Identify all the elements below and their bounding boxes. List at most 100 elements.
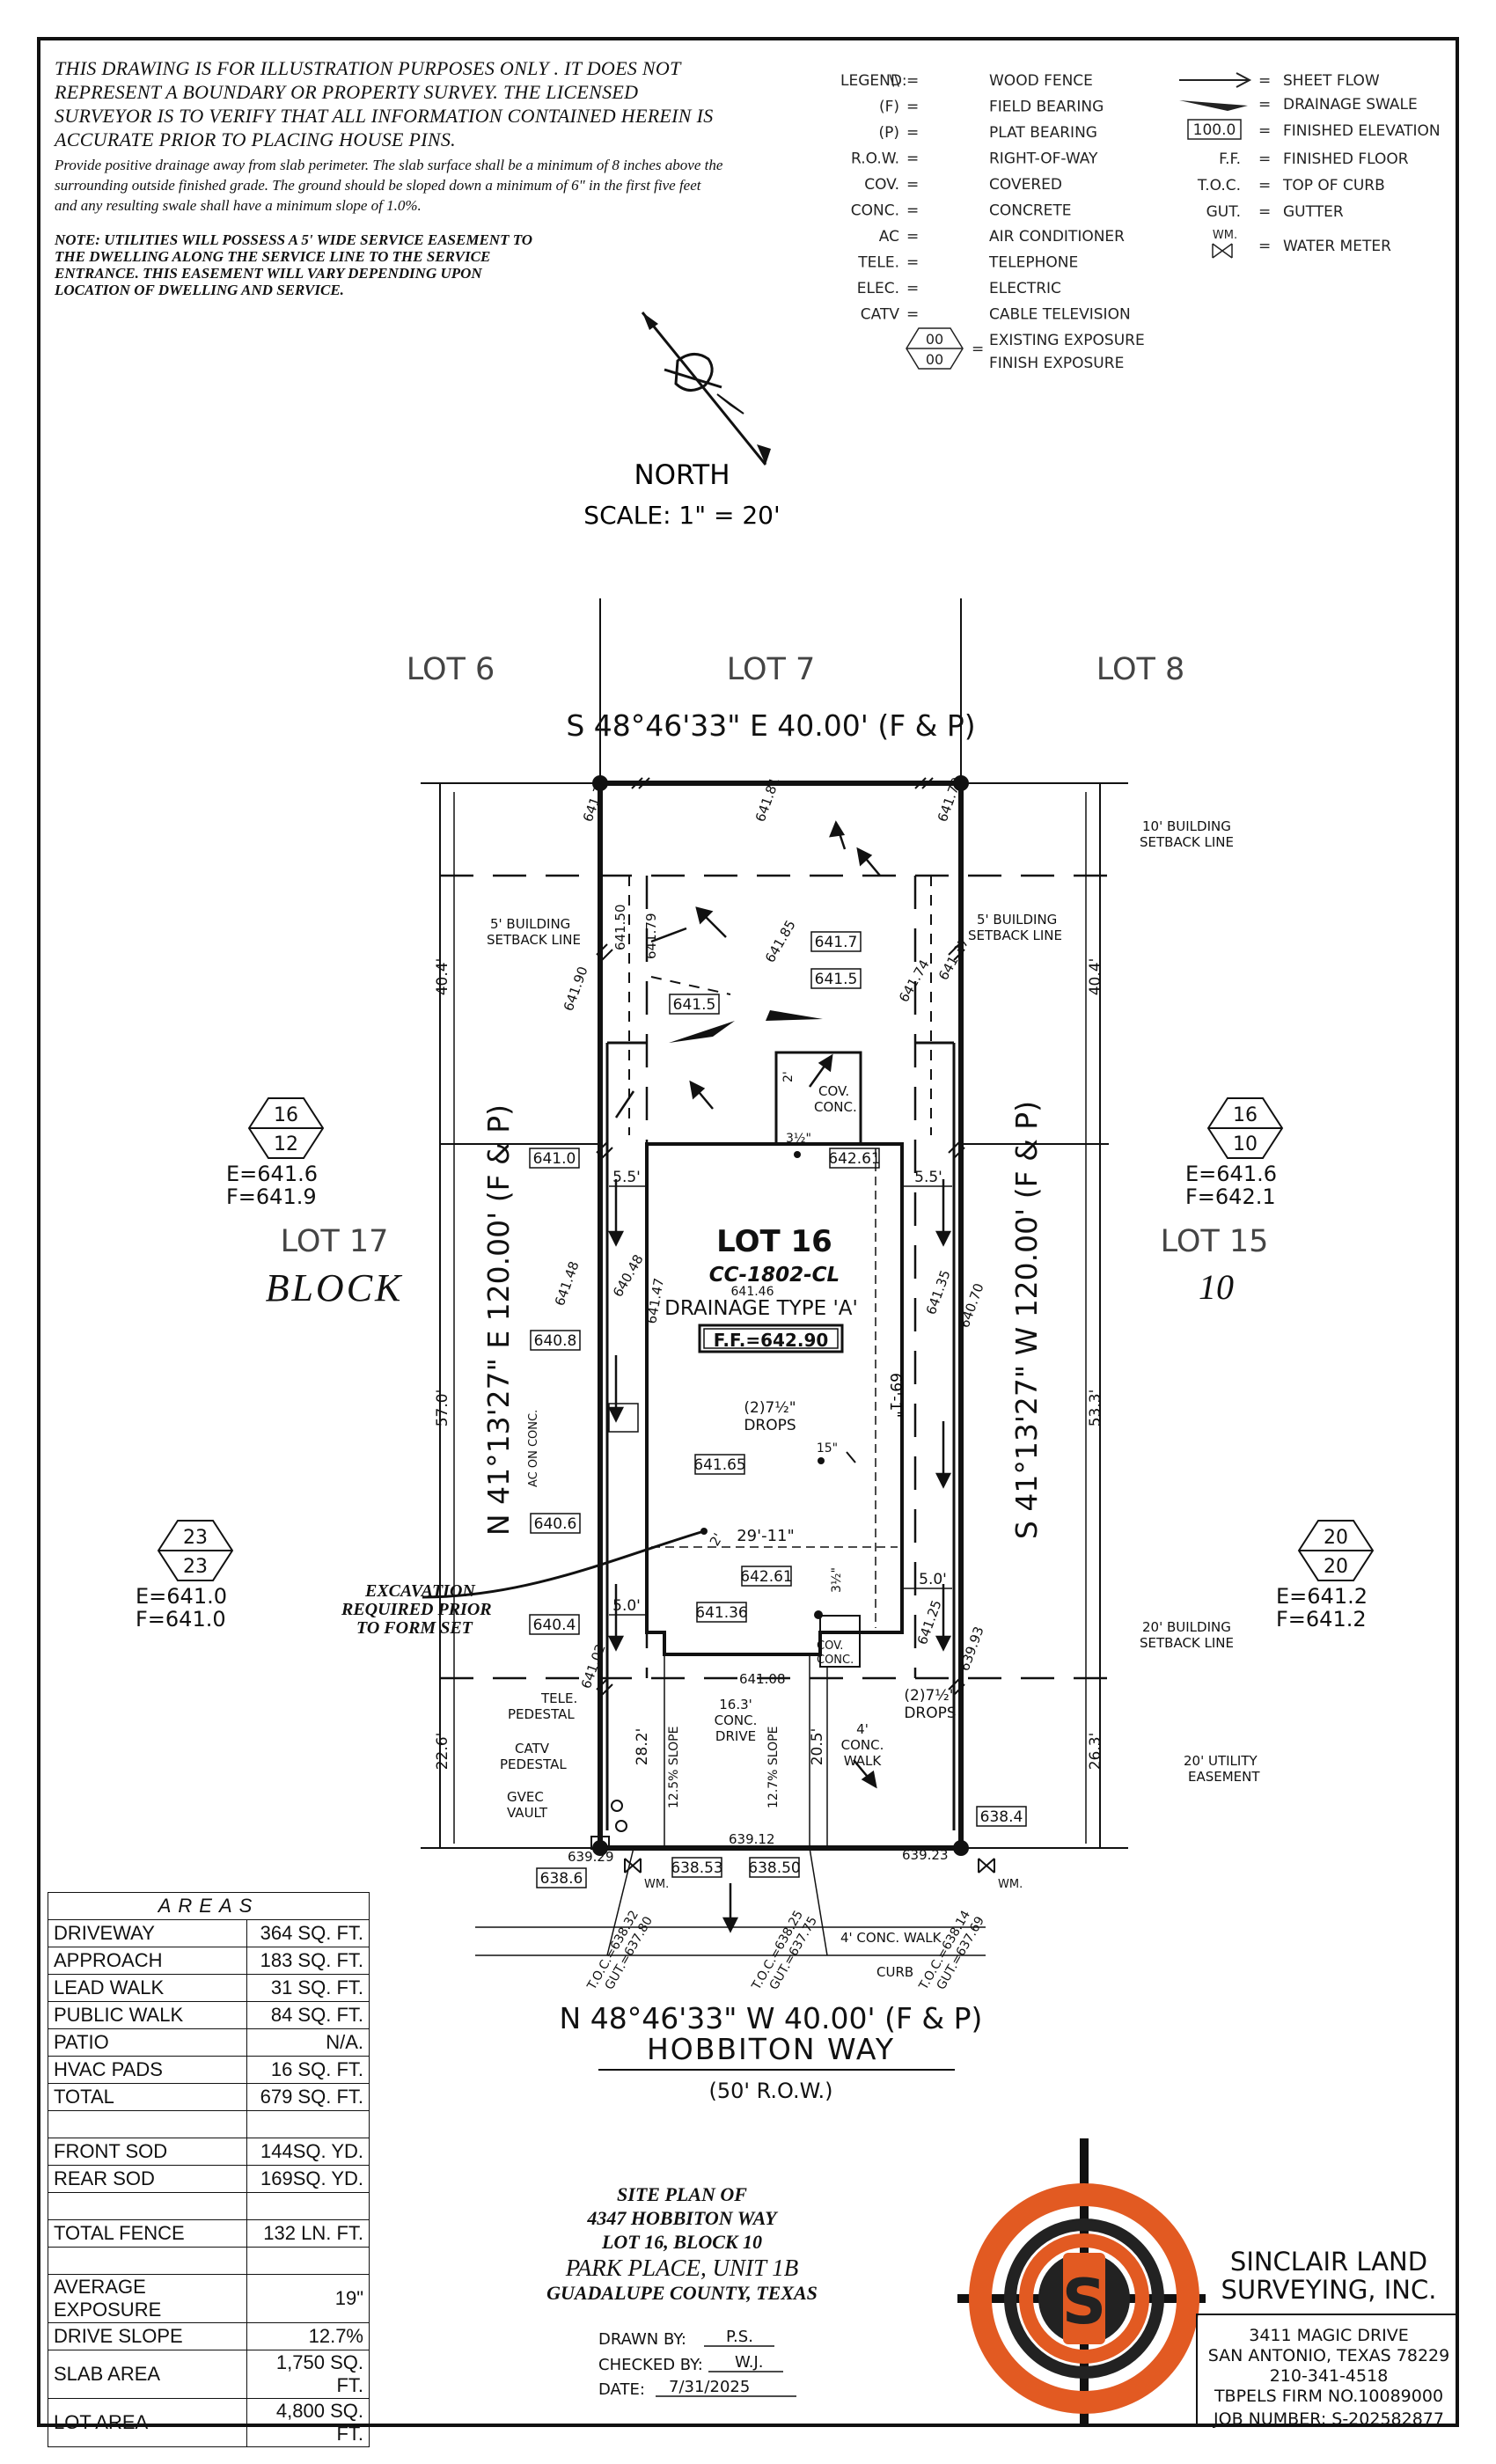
areas-value xyxy=(246,2110,370,2138)
svg-text:WALK: WALK xyxy=(844,1753,883,1769)
boxed-elevation: 642.61 xyxy=(740,1566,793,1587)
water-meter-icon xyxy=(1212,243,1233,259)
legend-symbol: (F) xyxy=(879,99,899,116)
svg-text:GUT.: GUT. xyxy=(1206,203,1241,221)
legend-symbol: (P) xyxy=(878,124,899,142)
drainage-note: Provide positive drainage away from slab… xyxy=(55,157,723,214)
boxed-elevation: 640.8 xyxy=(530,1330,581,1351)
legend-right-item: GUT.=GUTTER xyxy=(1206,203,1344,221)
legend-item: FIELD BEARING xyxy=(989,99,1104,116)
boxed-elevation: 641.36 xyxy=(695,1602,748,1623)
house-spot-elev: 641.46 xyxy=(731,1285,774,1299)
house-labels: LOT 16 CC-1802-CL 641.46 DRAINAGE TYPE '… xyxy=(664,1224,957,1722)
legend-title: LEGEND: xyxy=(840,72,907,90)
svg-text:W.J.: W.J. xyxy=(735,2353,763,2372)
spot-elevation: 640.48 xyxy=(610,1252,647,1300)
legend-item: CONCRETE xyxy=(989,202,1072,220)
boxed-elevation: 641.0 xyxy=(529,1148,580,1169)
legend-item: WOOD FENCE xyxy=(989,72,1093,90)
areas-label xyxy=(48,2192,247,2220)
svg-text:E=641.0: E=641.0 xyxy=(136,1584,227,1609)
areas-value: 16 SQ. FT. xyxy=(246,2056,370,2084)
svg-text:20: 20 xyxy=(1324,1527,1348,1549)
areas-row xyxy=(48,2247,370,2275)
page-border xyxy=(37,37,1459,2427)
catv-pedestal-icon xyxy=(615,1820,627,1832)
legend-item: CABLE TELEVISION xyxy=(989,306,1131,324)
boxed-elevation: 641.5 xyxy=(810,968,862,989)
svg-text:=: = xyxy=(906,176,919,194)
svg-text:16: 16 xyxy=(1233,1104,1258,1126)
svg-text:=: = xyxy=(1258,177,1271,194)
svg-text:638.50: 638.50 xyxy=(748,1859,800,1877)
svg-text:EASEMENT: EASEMENT xyxy=(1188,1769,1260,1785)
svg-text:SETBACK LINE: SETBACK LINE xyxy=(487,932,581,948)
svg-text:=: = xyxy=(1258,96,1271,114)
legend-right-item: F.F. = FINISHED FLOOR xyxy=(1219,150,1409,168)
svg-text:5.0': 5.0' xyxy=(612,1597,641,1615)
svg-text:TOP OF CURB: TOP OF CURB xyxy=(1282,177,1385,194)
areas-value: 1,750 SQ. FT. xyxy=(246,2350,370,2399)
lot7-label: LOT 7 xyxy=(727,652,816,687)
svg-text:SITE PLAN OF: SITE PLAN OF xyxy=(617,2183,747,2205)
svg-text:3½": 3½" xyxy=(786,1132,811,1146)
svg-text:FINISHED FLOOR: FINISHED FLOOR xyxy=(1283,150,1409,168)
house-lot-label: LOT 16 xyxy=(716,1224,832,1259)
svg-text:SETBACK LINE: SETBACK LINE xyxy=(968,928,1062,943)
svg-text:=: = xyxy=(906,254,919,272)
covered-porch-front xyxy=(819,1615,861,1668)
exposure-legend-text-1: EXISTING EXPOSURE xyxy=(989,332,1145,349)
svg-text:TO FORM SET: TO FORM SET xyxy=(356,1618,473,1638)
svg-text:28.2': 28.2' xyxy=(634,1728,651,1766)
house-plan: CC-1802-CL xyxy=(709,1264,840,1287)
svg-text:SETBACK LINE: SETBACK LINE xyxy=(1140,1635,1234,1651)
house-width: 29'-11" xyxy=(737,1527,795,1545)
svg-text:P.S.: P.S. xyxy=(726,2328,753,2346)
north-arrow-icon xyxy=(641,312,771,466)
areas-value: 4,800 SQ. FT. xyxy=(246,2398,370,2447)
areas-label: SLAB AREA xyxy=(48,2350,247,2399)
lot8-label: LOT 8 xyxy=(1096,652,1185,687)
legend-item: AIR CONDITIONER xyxy=(989,228,1125,246)
areas-value: N/A. xyxy=(246,2028,370,2057)
disclaimer-note: THIS DRAWING IS FOR ILLUSTRATION PURPOSE… xyxy=(55,57,714,150)
areas-label: DRIVEWAY xyxy=(48,1919,247,1947)
svg-text:=: = xyxy=(1258,150,1271,168)
svg-text:10' BUILDING: 10' BUILDING xyxy=(1142,818,1231,834)
company-logo: S xyxy=(957,2138,1206,2424)
legend-right-item: =SHEET FLOW xyxy=(1179,72,1380,90)
svg-text:E=641.2: E=641.2 xyxy=(1276,1584,1368,1609)
svg-text:SINCLAIR LAND: SINCLAIR LAND xyxy=(1230,2247,1427,2277)
svg-text:F.F.: F.F. xyxy=(1219,150,1241,168)
house-drainage: DRAINAGE TYPE 'A' xyxy=(664,1297,858,1320)
svg-text:20' BUILDING: 20' BUILDING xyxy=(1142,1619,1231,1635)
legend-right-item: WM.=WATER METER xyxy=(1212,229,1391,259)
svg-text:PARK PLACE, UNIT 1B: PARK PLACE, UNIT 1B xyxy=(565,2255,799,2281)
house-depth: 69'-1" xyxy=(886,1373,904,1418)
lot6-label: LOT 6 xyxy=(407,652,495,687)
areas-value: 364 SQ. FT. xyxy=(246,1919,370,1947)
svg-text:PEDESTAL: PEDESTAL xyxy=(508,1706,575,1722)
svg-text:40.4': 40.4' xyxy=(1087,958,1104,996)
areas-row xyxy=(48,2192,370,2220)
svg-text:=: = xyxy=(906,124,919,142)
svg-text:CONC.: CONC. xyxy=(817,1654,854,1667)
areas-label: AVERAGE EXPOSURE xyxy=(48,2274,247,2323)
svg-text:=: = xyxy=(1258,72,1271,90)
svg-text:4': 4' xyxy=(856,1721,869,1737)
svg-text:LOT 16, BLOCK 10: LOT 16, BLOCK 10 xyxy=(601,2231,762,2253)
bearing-bottom: N 48°46'33" W 40.00' (F & P) xyxy=(560,2001,983,2035)
boxed-elevation: 638.53 xyxy=(671,1857,723,1878)
dimension-labels: 40.4' 57.0' 22.6' 40.4' 53.3' 26.3' 5.5'… xyxy=(434,958,1104,1771)
spot-elevation: 639.12 xyxy=(729,1831,775,1847)
areas-value: 19" xyxy=(246,2274,370,2323)
spot-elevation: 641.37 xyxy=(935,935,972,983)
svg-text:16: 16 xyxy=(274,1104,298,1126)
bearing-top: S 48°46'33" E 40.00' (F & P) xyxy=(566,708,975,743)
svg-text:638.4: 638.4 xyxy=(980,1808,1023,1826)
